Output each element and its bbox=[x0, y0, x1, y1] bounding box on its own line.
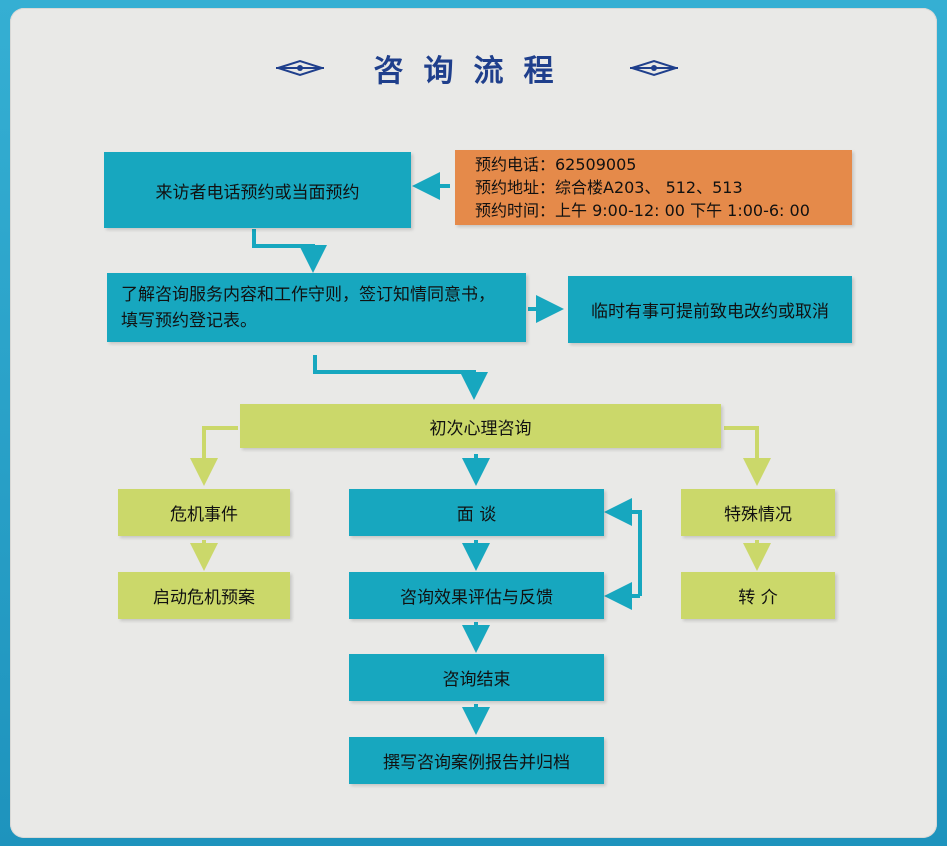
info-time: 预约时间：上午 9:00-12: 00 下午 1:00-6: 00 bbox=[475, 201, 810, 220]
arrow-first-to-special bbox=[724, 426, 771, 486]
page-title: 咨询流程 bbox=[373, 54, 574, 89]
understand-line-1: 了解咨询服务内容和工作守则，签订知情同意书， bbox=[121, 284, 495, 305]
left-ornament-icon bbox=[276, 59, 324, 77]
arrow-appointment-to-understand bbox=[252, 229, 327, 273]
step-write-report: 撰写咨询案例报告并归档 bbox=[349, 737, 604, 784]
step-appointment: 来访者电话预约或当面预约 bbox=[104, 152, 411, 228]
step-evaluation-feedback: 咨询效果评估与反馈 bbox=[349, 572, 604, 619]
step-crisis-event: 危机事件 bbox=[118, 489, 290, 536]
arrow-first-to-crisis bbox=[190, 426, 238, 486]
right-ornament-icon bbox=[630, 59, 678, 77]
appointment-info-box: 预约电话：62509005 预约地址：综合楼A203、 512、513 预约时间… bbox=[455, 150, 852, 225]
step-understand-and-sign: 了解咨询服务内容和工作守则，签订知情同意书， 填写预约登记表。 bbox=[107, 273, 526, 342]
step-consultation-end: 咨询结束 bbox=[349, 654, 604, 701]
step-first-consultation: 初次心理咨询 bbox=[240, 404, 721, 448]
step-crisis-plan: 启动危机预案 bbox=[118, 572, 290, 619]
step-special-case: 特殊情况 bbox=[681, 489, 835, 536]
step-cancel-notice: 临时有事可提前致电改约或取消 bbox=[568, 276, 852, 343]
arrow-feedback-loop-out bbox=[604, 498, 642, 596]
step-referral: 转 介 bbox=[681, 572, 835, 619]
understand-line-2: 填写预约登记表。 bbox=[121, 310, 257, 331]
arrow-understand-to-first bbox=[313, 355, 488, 400]
step-interview: 面 谈 bbox=[349, 489, 604, 536]
info-address: 预约地址：综合楼A203、 512、513 bbox=[475, 178, 743, 197]
info-phone: 预约电话：62509005 bbox=[475, 155, 637, 174]
